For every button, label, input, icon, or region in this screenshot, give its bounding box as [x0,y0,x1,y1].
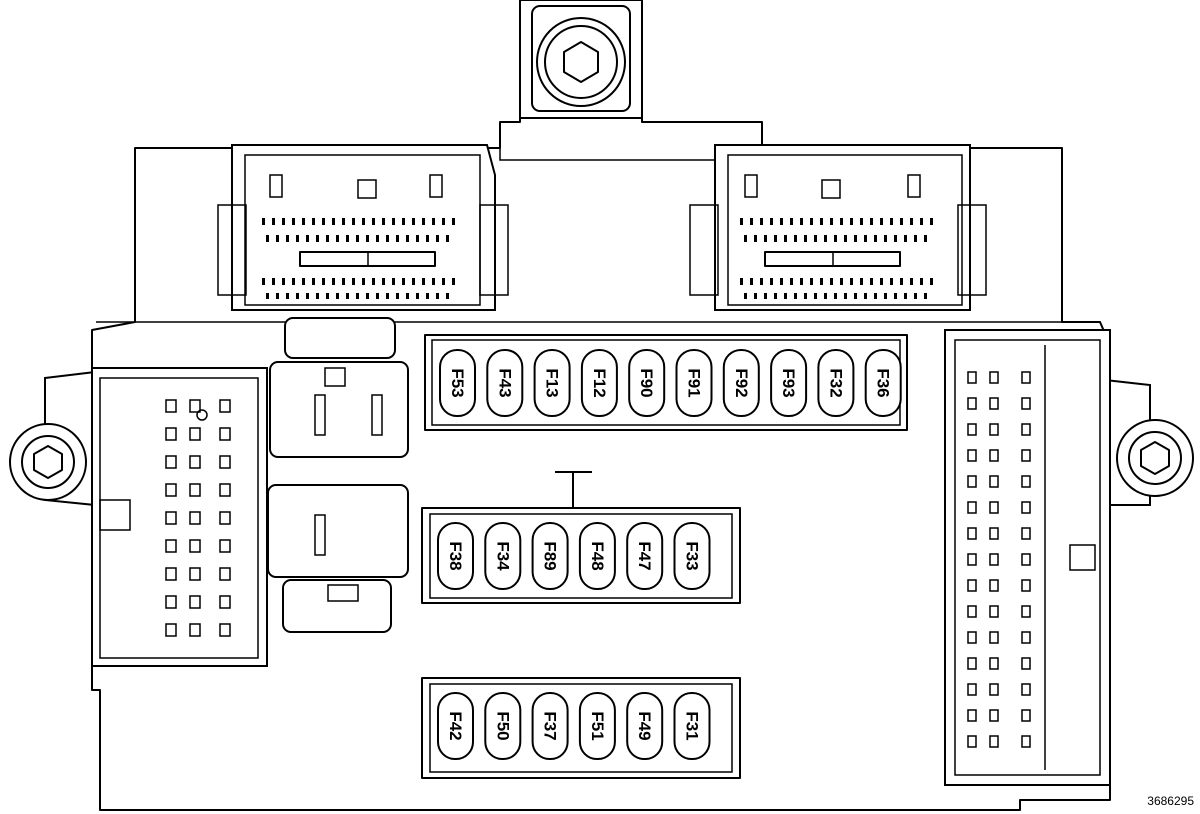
right-side-connector [944,329,1111,786]
fuse-body [817,349,855,417]
fuse-body [439,349,476,417]
upper-right-pin-rows [740,218,933,299]
fuse-f49: F49 [626,692,664,760]
relay-lower [267,484,409,633]
bottom-fuse-block [421,677,741,779]
fuse-body [626,522,664,590]
fuse-body [770,349,808,417]
fuse-body [484,522,522,590]
fuse-f32: F32 [817,349,855,417]
fuse-f51: F51 [578,692,616,760]
fuse-f31: F31 [673,692,711,760]
top-fuse-block [424,334,908,431]
top-bolt [519,0,643,119]
fuse-body [722,349,760,417]
fuse-label: F92 [732,368,751,397]
fuse-body [580,349,618,417]
fuse-f48: F48 [578,522,616,590]
left-side-connector [91,367,268,667]
fuse-f38: F38 [437,522,474,590]
fuse-f13: F13 [533,349,571,417]
bottom-fuse-block-inner [429,683,733,773]
fuse-label: F51 [588,711,607,740]
fuse-label: F37 [541,711,560,740]
fuse-f50: F50 [484,692,522,760]
fuse-f42: F42 [437,692,474,760]
upper-left-connector [217,144,509,311]
fuse-body [578,522,616,590]
fuse-label: F33 [683,541,702,570]
fuse-label: F34 [493,541,512,571]
fuse-label: F93 [779,368,798,397]
fuse-label: F38 [446,541,465,570]
mid-fuse-block-stem [555,471,592,508]
fuse-label: F48 [588,541,607,570]
fuse-f43: F43 [486,349,524,417]
fuse-f37: F37 [531,692,569,760]
fuse-body [864,349,902,417]
fuse-label: F12 [590,368,609,397]
fuse-body [437,522,474,590]
fuse-body [675,349,713,417]
upper-left-pin-rows [262,218,455,299]
fuse-label: F89 [541,541,560,570]
fuse-f34: F34 [484,522,522,590]
fuse-f53: F53 [439,349,476,417]
fuse-label: F47 [635,541,654,570]
fuse-body [578,692,616,760]
middle-fuse-block-inner [429,513,733,599]
reference-number: 3686295 [1147,794,1194,808]
fuse-f93: F93 [770,349,808,417]
upper-right-connector [689,144,987,311]
fuse-label: F91 [685,368,704,397]
fuse-label: F90 [637,368,656,397]
fuse-f91: F91 [675,349,713,417]
right-bolt [1104,378,1194,506]
fuse-body [626,692,664,760]
fuse-body [673,522,711,590]
fuse-f92: F92 [722,349,760,417]
fuse-f36: F36 [864,349,902,417]
fuse-body [484,692,522,760]
fuse-body [437,692,474,760]
fuse-f90: F90 [628,349,666,417]
housing [91,117,1111,811]
fuse-body [486,349,524,417]
fuse-label: F53 [448,368,467,397]
relay-upper [269,317,409,458]
fuse-label: F42 [446,711,465,740]
fuse-f33: F33 [673,522,711,590]
fuse-f89: F89 [531,522,569,590]
fuse-label: F36 [874,368,893,397]
fuse-label: F49 [635,711,654,740]
fuse-label: F13 [543,368,562,397]
fuse-body [531,692,569,760]
fuse-f47: F47 [626,522,664,590]
fuse-body [531,522,569,590]
fuse-body [628,349,666,417]
fuse-label: F43 [495,368,514,397]
fuse-label: F31 [683,711,702,740]
fuse-f12: F12 [580,349,618,417]
fuse-body [673,692,711,760]
fuse-label: F50 [493,711,512,740]
middle-fuse-block [421,507,741,604]
fuse-label: F32 [826,368,845,397]
fuse-body [533,349,571,417]
left-bolt [9,370,96,507]
